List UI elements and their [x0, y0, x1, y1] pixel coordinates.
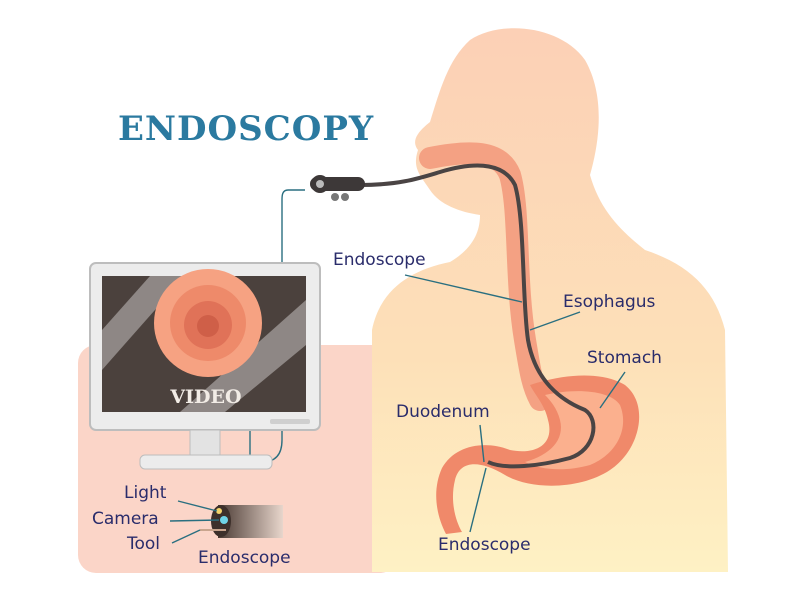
label-stomach: Stomach — [587, 348, 662, 368]
label-light: Light — [124, 483, 167, 503]
label-endoscope-upper: Endoscope — [333, 250, 426, 270]
esophagus — [419, 142, 551, 411]
label-tool: Tool — [126, 534, 160, 554]
monitor-screen-text: VIDEO — [169, 386, 241, 408]
diagram-title: ENDOSCOPY — [118, 109, 374, 149]
endoscope-tube — [359, 163, 596, 469]
label-camera: Camera — [92, 509, 159, 529]
endoscope-handle — [310, 175, 365, 201]
body-silhouette — [372, 28, 728, 573]
monitor: VIDEO — [89, 262, 321, 470]
label-tip-endoscope: Endoscope — [198, 548, 291, 568]
endoscope-tip — [200, 505, 283, 538]
label-endoscope-lower: Endoscope — [438, 535, 531, 555]
stomach-inner — [525, 391, 624, 470]
label-duodenum: Duodenum — [396, 402, 490, 422]
label-esophagus: Esophagus — [563, 292, 656, 312]
